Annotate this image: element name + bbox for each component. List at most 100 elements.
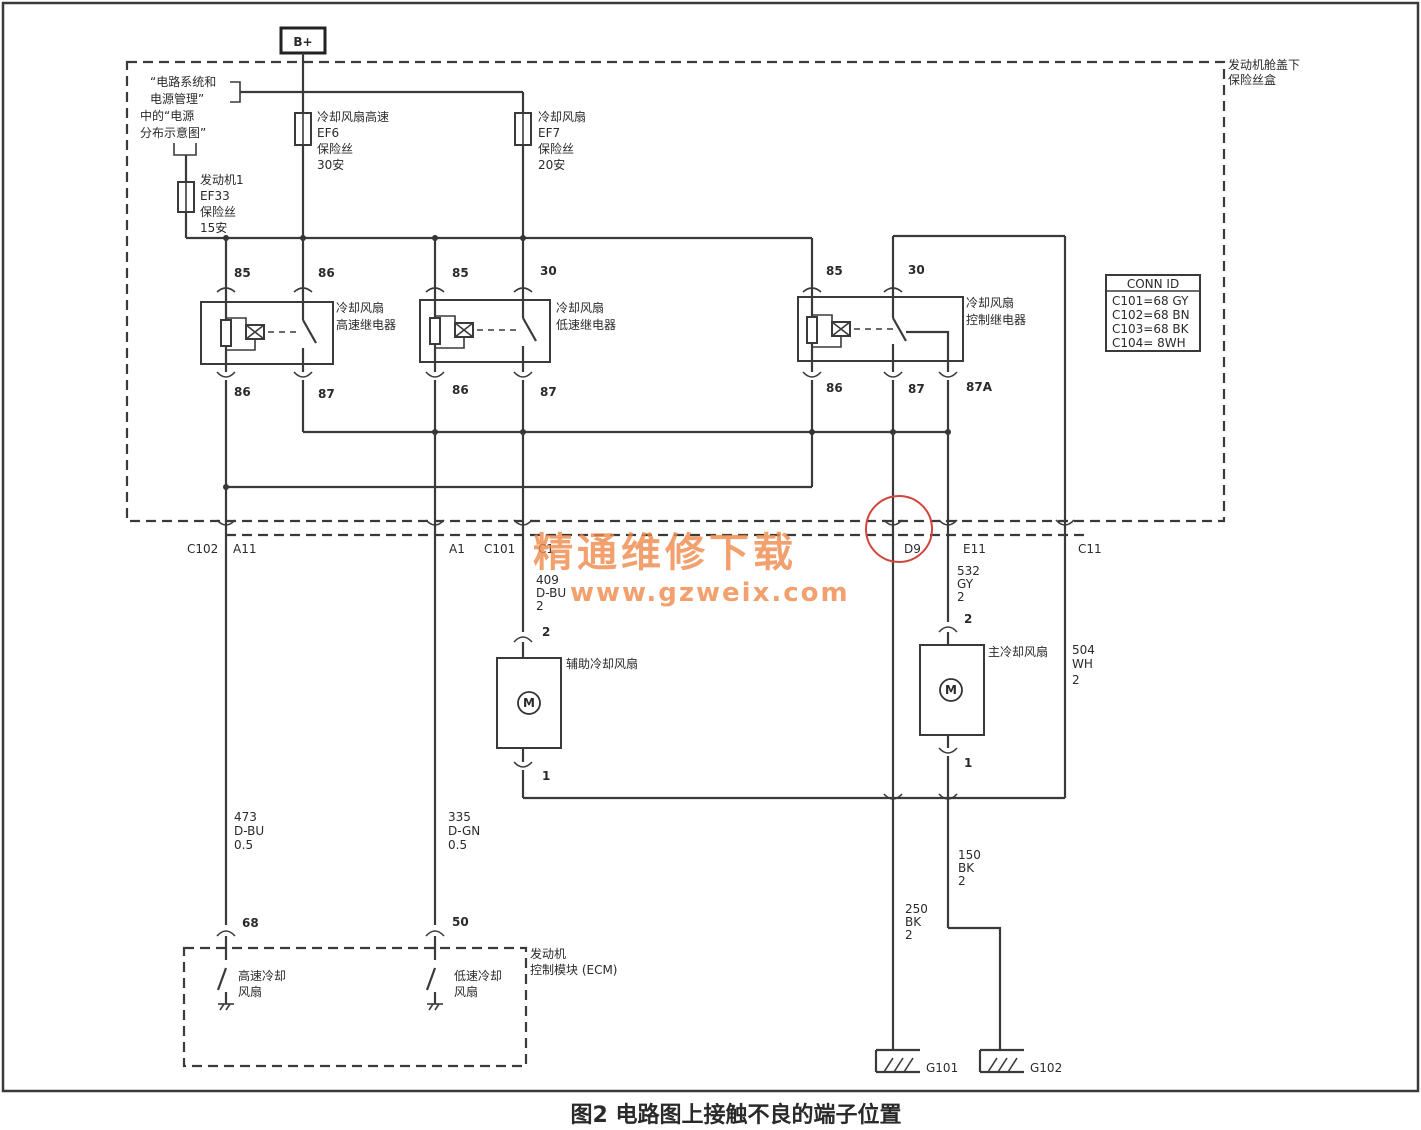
high-relay-coil-loop — [226, 317, 256, 351]
low-relay-pin-87-label: 87 — [540, 385, 557, 399]
low-relay-pin-85-label: 85 — [452, 266, 469, 280]
ecm-low-speed-label: 低速冷却 — [454, 969, 502, 983]
high-relay-contact-arm — [302, 319, 317, 344]
ef6-type: 保险丝 — [317, 141, 353, 156]
wire-504-color: WH — [1072, 657, 1093, 671]
ef7-rating: 20安 — [538, 157, 565, 172]
low-relay-pin-30-label: 30 — [540, 264, 557, 278]
power-note-3: 中的“电源 — [140, 108, 194, 123]
ef33-id: EF33 — [200, 189, 230, 203]
ecm-pin-50 — [425, 930, 445, 937]
wire-335-color: D-GN — [448, 824, 480, 838]
main-fan-pin-bottom — [938, 747, 958, 754]
control-relay-label-2: 控制继电器 — [966, 313, 1026, 327]
high-relay-pin-85-label: 85 — [234, 266, 251, 280]
ecm-pin-50-label: 50 — [452, 915, 469, 929]
control-relay-pin-86 — [802, 371, 822, 378]
connector-c1: C1 — [538, 542, 554, 556]
ecm-low-speed-switch-icon — [425, 936, 443, 1011]
wire-335-size: 0.5 — [448, 838, 467, 852]
aux-fan-pin-bottom-label: 1 — [542, 769, 550, 783]
ecm-low-speed-label-2: 风扇 — [454, 984, 478, 999]
wire-532-size: 2 — [957, 590, 965, 604]
low-relay-pin-30 — [513, 287, 533, 293]
control-relay-pin-30-label: 30 — [908, 263, 925, 277]
ef33-label: 发动机1 — [200, 172, 244, 187]
low-relay-pin-87 — [513, 371, 533, 378]
high-relay-pin-86-label: 86 — [234, 385, 251, 399]
control-relay-pin-30 — [883, 287, 903, 293]
connector-c101: C101 — [484, 542, 515, 556]
high-relay-coil — [220, 319, 232, 347]
pin-c102-a11 — [216, 519, 236, 526]
high-relay-label: 冷却风扇 — [336, 300, 384, 315]
ef6-rating: 30安 — [317, 157, 344, 172]
ef33-rating: 15安 — [200, 220, 227, 235]
ecm-pin-68-label: 68 — [242, 916, 259, 930]
control-relay-contact-arm — [892, 317, 907, 342]
aux-fan-pin-bottom — [513, 761, 533, 768]
high-relay-label-2: 高速继电器 — [336, 317, 396, 332]
ef6-label: 冷却风扇高速 — [317, 109, 389, 124]
low-relay-pin-86-label: 86 — [452, 383, 469, 397]
conn-id-row: C104= 8WH — [1112, 336, 1186, 350]
ecm-title-2: 控制模块 (ECM) — [530, 963, 618, 977]
connector-c11: C11 — [1078, 542, 1102, 556]
watermark-text: 精通维修下载 — [533, 530, 797, 576]
high-relay-pin-87 — [293, 371, 313, 378]
main-fan-label: 主冷却风扇 — [988, 644, 1048, 659]
wire-504-number: 504 — [1072, 643, 1095, 657]
aux-fan-motor-icon — [517, 691, 541, 715]
ecm-pin-68 — [216, 930, 236, 937]
control-relay-coil-loop — [812, 314, 842, 348]
low-relay-contact-arm — [522, 317, 537, 342]
fuse-box-label-2: 保险丝盒 — [1228, 72, 1276, 87]
inline-pin — [938, 793, 958, 800]
connector-a11: A11 — [233, 542, 256, 556]
pin-e11 — [938, 519, 958, 526]
control-relay-pin-85 — [802, 287, 822, 293]
control-relay-pin-85-label: 85 — [826, 264, 843, 278]
wire-150-route — [948, 926, 1002, 1050]
ecm-high-speed-label-2: 风扇 — [238, 984, 262, 999]
aux-fan-pin-top-label: 2 — [542, 625, 550, 639]
battery-supply-label: B+ — [293, 35, 312, 49]
wire-532-number: 532 — [957, 564, 980, 578]
high-relay-pin-30 — [293, 287, 313, 293]
low-relay-pin-85 — [425, 287, 445, 293]
control-relay-pin-87 — [883, 371, 903, 378]
pin-d9 — [883, 519, 903, 526]
conn-id-row: C103=68 BK — [1112, 322, 1190, 336]
conn-id-header: CONN ID — [1127, 277, 1179, 291]
power-note-4: 分布示意图” — [140, 125, 206, 140]
power-note: “电路系统和 — [150, 74, 216, 89]
ground-g101-label: G101 — [926, 1061, 958, 1075]
wire-250-number: 250 — [905, 902, 928, 916]
conn-id-table — [1105, 274, 1201, 352]
wire-409-number: 409 — [536, 573, 559, 587]
low-relay-label: 冷却风扇 — [556, 300, 604, 315]
control-relay-pin-86-label: 86 — [826, 381, 843, 395]
connector-a1: A1 — [449, 542, 465, 556]
figure-caption: 图2 电路图上接触不良的端子位置 — [571, 1102, 902, 1128]
junction-dot — [809, 429, 815, 435]
inline-pin — [883, 793, 903, 800]
fuse-box-label: 发动机舱盖下 — [1228, 57, 1300, 72]
wire-250-color: BK — [905, 915, 922, 929]
ground-g102-label: G102 — [1030, 1061, 1062, 1075]
high-relay-pin-85 — [216, 287, 236, 293]
ef7-id: EF7 — [538, 126, 560, 140]
ground-g101-icon — [874, 1048, 920, 1074]
aux-fan-motor-symbol: M — [523, 696, 535, 710]
ecm-outline — [182, 946, 528, 1068]
ecm-high-speed-label: 高速冷却 — [238, 968, 286, 983]
main-fan-motor-icon — [939, 678, 963, 702]
ef33-type: 保险丝 — [200, 204, 236, 219]
high-relay-diode-mark-2 — [245, 324, 265, 340]
conn-id-row: C101=68 GY — [1112, 294, 1189, 308]
connector-d9: D9 — [904, 542, 921, 556]
wire-150-number: 150 — [958, 848, 981, 862]
main-fan-pin-bottom-label: 1 — [964, 756, 972, 770]
outer-frame — [1, 1, 1420, 1093]
